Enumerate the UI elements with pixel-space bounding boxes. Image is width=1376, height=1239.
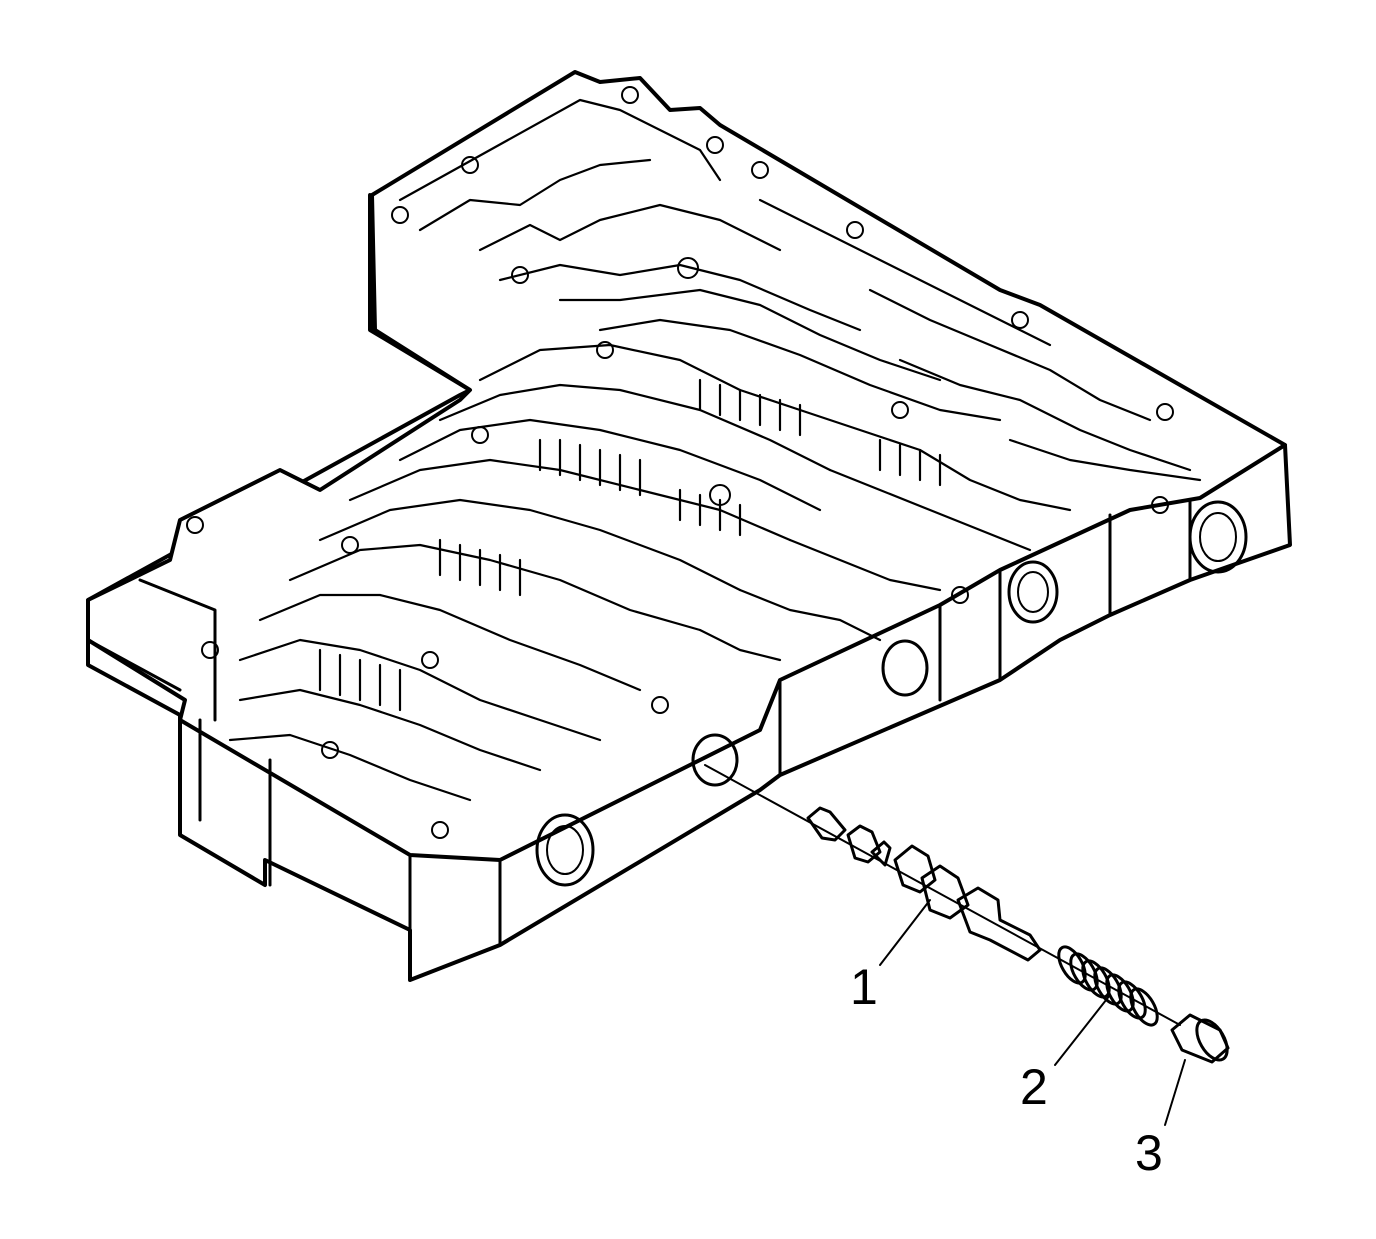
valve-body-top-face [86, 70, 1287, 862]
callout-leaders [879, 899, 1186, 1126]
valve-spring [1057, 945, 1159, 1027]
callout-2-label: 2 [1020, 1059, 1048, 1115]
valve-body-channels [228, 98, 1202, 802]
valve-body-bolt-holes [186, 86, 1174, 839]
bore-plug [1170, 1013, 1230, 1064]
callout-2-leader [1054, 994, 1111, 1066]
valve-body-edges [86, 193, 1192, 947]
callout-1-leader [879, 899, 931, 966]
callout-3-leader [1164, 1059, 1186, 1126]
callout-3-label: 3 [1135, 1125, 1163, 1181]
valve-body-bores [535, 500, 1248, 887]
valve-body [86, 70, 1292, 982]
assembly-centerline [704, 764, 1181, 1026]
valve-spool [806, 806, 1042, 962]
callout-1-label: 1 [850, 959, 878, 1015]
